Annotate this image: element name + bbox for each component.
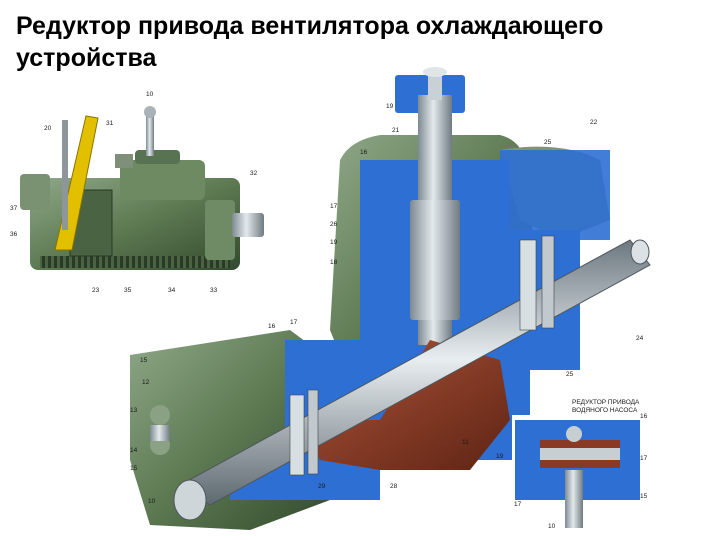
callout-labels: 10 20 31 32 37 36 23 35 34 33 19 21 22 2… xyxy=(10,91,648,530)
callout-label: 22 xyxy=(590,119,598,126)
callout-label: 24 xyxy=(636,335,644,342)
callout-label: 17 xyxy=(290,319,298,326)
callout-label: 18 xyxy=(330,259,338,266)
callout-label: 16 xyxy=(640,413,648,420)
callout-label: 13 xyxy=(130,407,138,414)
callout-label: 15 xyxy=(140,357,148,364)
callout-label: 34 xyxy=(168,287,176,294)
gear-set xyxy=(289,235,555,476)
internal-cavity xyxy=(300,340,510,470)
callout-label: 35 xyxy=(124,287,132,294)
callout-label: 21 xyxy=(392,127,400,134)
callout-label: 25 xyxy=(566,371,574,378)
callout-label: 19 xyxy=(496,453,504,460)
callout-label: 20 xyxy=(44,125,52,132)
callout-label: 17 xyxy=(330,203,338,210)
callout-label: 16 xyxy=(360,149,368,156)
callout-label: 17 xyxy=(640,455,648,462)
page-title: Редуктор привода вентилятора охлаждающег… xyxy=(16,12,604,72)
callout-label: 26 xyxy=(330,221,338,228)
callout-label: 19 xyxy=(330,239,338,246)
inset-caption-line1: РЕДУКТОР ПРИВОДА xyxy=(572,399,640,406)
callout-label: 28 xyxy=(390,483,398,490)
callout-label: 36 xyxy=(10,231,18,238)
inset-water-pump-reducer: РЕДУКТОР ПРИВОДА ВОДЯНОГО НАСОСА xyxy=(512,399,647,528)
vertical-spindle xyxy=(410,67,460,345)
callout-label: 33 xyxy=(210,287,218,294)
callout-label: 31 xyxy=(106,120,114,127)
callout-label: 29 xyxy=(318,483,326,490)
callout-label: 32 xyxy=(250,170,258,177)
callout-label: 14 xyxy=(130,447,138,454)
callout-label: 10 xyxy=(146,91,154,98)
callout-label: 19 xyxy=(386,103,394,110)
callout-label: 12 xyxy=(142,379,150,386)
callout-label: 11 xyxy=(462,439,469,446)
callout-label: 37 xyxy=(10,205,18,212)
inset-caption-line2: ВОДЯНОГО НАСОСА xyxy=(572,407,638,414)
callout-label: 16 xyxy=(268,323,276,330)
callout-label: 25 xyxy=(544,139,552,146)
callout-label: 10 xyxy=(548,523,556,530)
callout-label: 10 xyxy=(148,498,156,505)
callout-label: 23 xyxy=(92,287,100,294)
callout-label: 15 xyxy=(130,465,138,472)
callout-label: 15 xyxy=(640,493,648,500)
upper-left-assembly xyxy=(20,106,264,270)
callout-label: 17 xyxy=(514,501,522,508)
